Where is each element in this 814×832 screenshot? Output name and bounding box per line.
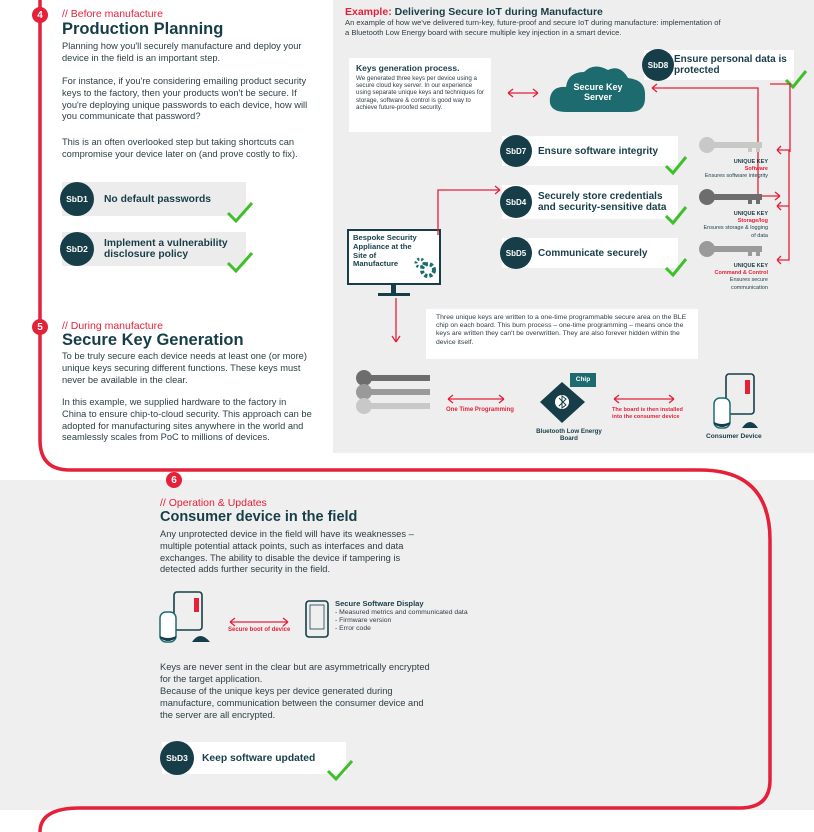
software-key-brand: UNIQUE KEY (733, 159, 768, 165)
checkmark-icon (226, 252, 254, 274)
key-right-bracket (776, 145, 790, 265)
display-item: - Error code (335, 625, 371, 632)
command-key-brand: UNIQUE KEY (733, 263, 768, 269)
consumer-device-icon (713, 373, 758, 429)
example-subtitle: An example of how we've delivered turn-k… (345, 18, 721, 37)
sbd8-pill: SbD8 Ensure personal data is protected (642, 49, 794, 81)
checkmark-icon (664, 156, 688, 176)
section-4-para-3: This is an often overlooked step but tak… (62, 137, 298, 159)
command-key-name: Command & Control (714, 270, 768, 277)
sbd5-code: SbD5 (500, 237, 532, 269)
section-4-tag: // Before manufacture (62, 8, 163, 20)
cloud-label: Secure Key Server (573, 82, 623, 102)
keys-stack-icon (356, 370, 430, 414)
sbd7-label: Ensure software integrity (538, 145, 659, 157)
sbd7-pill: SbD7 Ensure software integrity (500, 135, 678, 167)
sbd2-code: SbD2 (60, 232, 94, 266)
storage-key-desc: Ensures storage & logging of data (703, 225, 768, 239)
appliance-label: Bespoke Security Appliance at the Site o… (353, 233, 417, 269)
step-5-badge: 5 (32, 319, 48, 335)
keys-generation-title: Keys generation process. (356, 63, 460, 73)
section-6-para-3: Because of the unique keys per device ge… (160, 686, 424, 720)
checkmark-icon (664, 258, 688, 278)
sbd4-pill: SbD4 Securely store credentials and secu… (500, 185, 678, 219)
software-key-desc: Ensures software integrity (704, 173, 768, 180)
appliance-connector (437, 185, 501, 235)
double-arrow-icon (507, 88, 539, 98)
section-5-para-2: In this example, we supplied hardware to… (62, 397, 312, 443)
step-4-badge: 4 (32, 7, 48, 23)
section-4-para-1: Planning how you'll securely manufacture… (62, 41, 302, 63)
example-title-prefix: Example: (345, 6, 392, 18)
checkmark-icon (784, 70, 808, 90)
sbd8-label: Ensure personal data is protected (674, 54, 787, 76)
ble-board-icon (540, 382, 585, 423)
sbd2-pill: SbD2 Implement a vulnerability disclosur… (60, 232, 246, 266)
section-6-tag: // Operation & Updates (160, 497, 267, 509)
installed-label: The board is then installed into the con… (612, 407, 683, 420)
sbd1-code: SbD1 (60, 182, 94, 216)
storage-key-brand: UNIQUE KEY (733, 211, 768, 217)
checkmark-icon (326, 760, 354, 782)
double-arrow-icon (613, 394, 675, 404)
section-5-para-1: To be truly secure each device needs at … (62, 351, 307, 385)
section-5-tag: // During manufacture (62, 320, 163, 332)
down-arrow-icon (391, 298, 401, 343)
secure-boot-label: Secure boot of device (228, 627, 291, 633)
secure-display-title: Secure Software Display (335, 599, 424, 608)
double-arrow-icon (447, 394, 505, 404)
command-key-desc: Ensures secure communication (729, 277, 768, 291)
consumer-device-icon (159, 591, 210, 643)
software-key-name: Software (744, 166, 768, 173)
consumer-device-label: Consumer Device (706, 433, 762, 440)
section-4-title: Production Planning (62, 20, 224, 38)
display-item: - Firmware version (335, 617, 392, 624)
checkmark-icon (664, 206, 688, 226)
sbd1-label: No default passwords (104, 193, 211, 205)
sbd7-code: SbD7 (500, 135, 532, 167)
display-item: - Measured metrics and communicated data (335, 609, 468, 616)
chip-label: Chip (570, 373, 596, 387)
storage-key-name: Storage/log (737, 218, 768, 225)
keys-generation-body: We generated three keys per device using… (356, 75, 484, 111)
ble-label: Bluetooth Low Energy Board (536, 428, 602, 443)
key-icon (699, 137, 762, 153)
checkmark-icon (226, 202, 254, 224)
otp-description: Three unique keys are written to a one-t… (426, 309, 698, 359)
sbd8-code: SbD8 (642, 49, 674, 81)
storage-key: UNIQUE KEY Storage/log Ensures storage &… (698, 188, 768, 240)
cloud-icon (549, 66, 646, 112)
sbd5-pill: SbD5 Communicate securely (500, 237, 678, 269)
sbd3-code: SbD3 (160, 741, 194, 775)
step-6-badge: 6 (166, 472, 182, 488)
sbd3-label: Keep software updated (202, 752, 316, 764)
phone-display-icon (305, 600, 329, 638)
section-4-para-2: For instance, if you're considering emai… (62, 76, 308, 122)
section-5-title: Secure Key Generation (62, 331, 244, 349)
otp-label: One Time Programming (446, 407, 514, 413)
sbd5-label: Communicate securely (538, 247, 648, 259)
example-title-text: Delivering Secure IoT during Manufacture (391, 6, 603, 18)
command-key: UNIQUE KEY Command & Control Ensures sec… (698, 240, 768, 292)
secure-display-list: - Measured metrics and communicated data… (335, 609, 468, 633)
monitor-stand (378, 285, 410, 296)
double-arrow-icon (229, 617, 289, 627)
keys-generation-card: Keys generation process. We generated th… (349, 58, 491, 132)
gear-icon (414, 257, 436, 278)
key-icon (699, 189, 762, 205)
sbd1-pill: SbD1 No default passwords (60, 182, 246, 216)
sbd2-label: Implement a vulnerability disclosure pol… (104, 238, 228, 260)
sbd4-label: Securely store credentials and security-… (538, 191, 667, 213)
section-6-para-1: Any unprotected device in the field will… (160, 529, 414, 575)
example-title: Example: Delivering Secure IoT during Ma… (345, 6, 603, 18)
section-6-title: Consumer device in the field (160, 509, 358, 525)
section-6-para-2: Keys are never sent in the clear but are… (160, 662, 430, 684)
security-appliance-monitor: Bespoke Security Appliance at the Site o… (347, 229, 441, 285)
sbd4-code: SbD4 (500, 186, 532, 218)
sbd3-pill: SbD3 Keep software updated (160, 741, 346, 775)
software-key: UNIQUE KEY Software Ensures software int… (698, 136, 768, 181)
key-icon (699, 241, 762, 257)
